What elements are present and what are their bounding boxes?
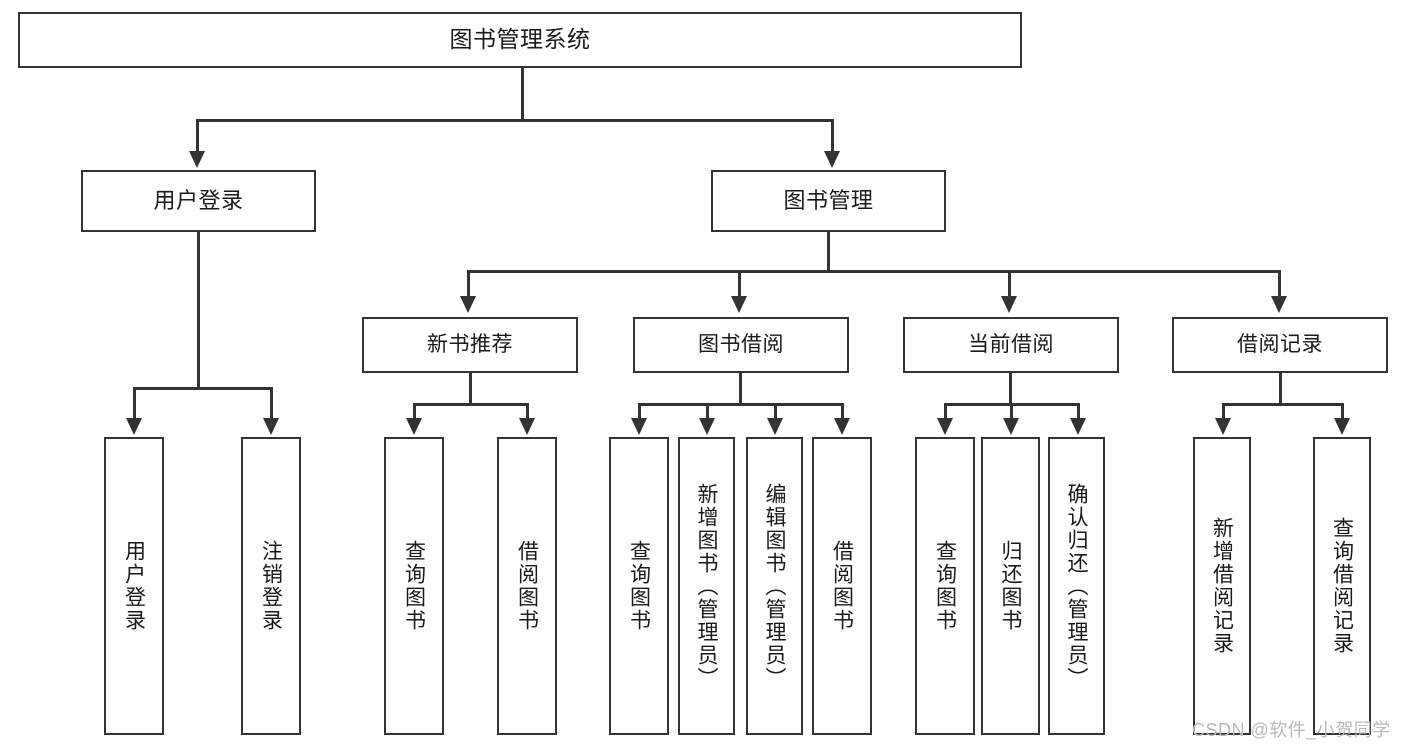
connector-bb-child-1 [638, 403, 641, 420]
node-label: 当前借阅 [968, 333, 1054, 357]
node-new-book-recommend[interactable]: 新书推荐 [362, 317, 578, 373]
arrow-bb-child-2 [699, 418, 715, 435]
connector-user-login-child-2 [270, 387, 273, 420]
arrow-cb-child-2 [1003, 418, 1019, 435]
connector-br-bus [1222, 403, 1343, 406]
csdn-watermark: CSDN @软件_小贺同学 [1192, 720, 1391, 740]
connector-bm-child-2 [738, 270, 741, 298]
node-label: 图书管理 [783, 187, 874, 213]
leaf-confirm-return-admin[interactable]: 确认归还（管理员） [1048, 437, 1105, 735]
arrow-bm-child-2 [731, 296, 747, 313]
node-label: 查询图书 [933, 540, 957, 632]
connector-br-child-1 [1222, 403, 1225, 420]
connector-root-stem [521, 68, 524, 120]
node-label: 归还图书 [999, 540, 1022, 632]
node-book-borrow[interactable]: 图书借阅 [633, 317, 849, 373]
arrow-br-child-1 [1215, 418, 1231, 435]
node-user-login[interactable]: 用户登录 [81, 170, 316, 232]
connector-cb-child-1 [944, 403, 947, 420]
node-label: 注销登录 [259, 540, 283, 632]
node-label: 查询借阅记录 [1330, 517, 1354, 655]
leaf-user-login[interactable]: 用户登录 [104, 437, 164, 735]
connector-bm-child-4 [1278, 270, 1281, 298]
arrow-cb-child-1 [937, 418, 953, 435]
connector-root-to-book-manage [831, 119, 834, 153]
connector-bm-child-1 [467, 270, 470, 298]
node-borrow-record[interactable]: 借阅记录 [1172, 317, 1388, 373]
connector-nbr-child-1 [413, 403, 416, 420]
node-label: 借阅图书 [515, 540, 539, 632]
connector-user-login-child-1 [133, 387, 136, 420]
connector-user-login-bus [133, 387, 270, 390]
connector-nbr-child-2 [526, 403, 529, 420]
node-label: 图书借阅 [698, 333, 784, 357]
connector-br-child-2 [1341, 403, 1344, 420]
connector-bm-child-3 [1008, 270, 1011, 298]
leaf-query-book-current[interactable]: 查询图书 [915, 437, 975, 735]
node-label: 确认归还（管理员） [1065, 482, 1088, 690]
arrow-nbr-child-2 [519, 418, 535, 435]
leaf-borrow-book-borrow[interactable]: 借阅图书 [812, 437, 872, 735]
node-root-system[interactable]: 图书管理系统 [18, 12, 1022, 68]
connector-bb-bus [638, 403, 843, 406]
arrow-root-to-user-login [189, 151, 205, 168]
connector-book-manage-bus [467, 270, 1281, 273]
connector-cb-child-3 [1077, 403, 1080, 420]
arrow-bm-child-4 [1271, 296, 1287, 313]
node-label: 新增借阅记录 [1210, 517, 1234, 655]
leaf-query-book-recommend[interactable]: 查询图书 [384, 437, 444, 735]
node-label: 新书推荐 [427, 333, 513, 357]
connector-root-to-user-login [196, 119, 199, 153]
connector-br-stem [1279, 373, 1282, 405]
leaf-logout-login[interactable]: 注销登录 [241, 437, 301, 735]
leaf-edit-book-admin[interactable]: 编辑图书（管理员） [746, 437, 803, 735]
node-label: 编辑图书（管理员） [763, 482, 786, 690]
leaf-add-book-admin[interactable]: 新增图书（管理员） [678, 437, 735, 735]
connector-nbr-stem [469, 373, 472, 405]
arrow-nbr-child-1 [406, 418, 422, 435]
leaf-query-book-borrow[interactable]: 查询图书 [609, 437, 669, 735]
arrow-bm-child-3 [1001, 296, 1017, 313]
connector-bb-child-3 [774, 403, 777, 420]
leaf-borrow-book-recommend[interactable]: 借阅图书 [497, 437, 557, 735]
arrow-user-login-child-2 [263, 418, 279, 435]
connector-book-manage-stem [827, 232, 830, 272]
connector-nbr-bus [413, 403, 526, 406]
leaf-add-borrow-record[interactable]: 新增借阅记录 [1193, 437, 1251, 735]
node-label: 图书管理系统 [449, 26, 591, 53]
node-label: 借阅图书 [830, 540, 854, 632]
arrow-bb-child-4 [834, 418, 850, 435]
connector-user-login-stem [197, 232, 200, 389]
connector-bb-child-4 [841, 403, 844, 420]
node-label: 查询图书 [402, 540, 426, 632]
arrow-br-child-2 [1334, 418, 1350, 435]
connector-root-bus [196, 119, 833, 122]
connector-bb-stem [739, 373, 742, 405]
node-book-manage[interactable]: 图书管理 [711, 170, 946, 232]
node-label: 用户登录 [153, 187, 244, 213]
arrow-bb-child-1 [631, 418, 647, 435]
node-label: 借阅记录 [1237, 333, 1323, 357]
node-current-borrow[interactable]: 当前借阅 [903, 317, 1119, 373]
arrow-bm-child-1 [460, 296, 476, 313]
node-label: 新增图书（管理员） [695, 482, 718, 690]
node-label: 查询图书 [627, 540, 651, 632]
arrow-user-login-child-1 [126, 418, 142, 435]
arrow-cb-child-3 [1070, 418, 1086, 435]
connector-bb-child-2 [706, 403, 709, 420]
connector-cb-child-2 [1010, 403, 1013, 420]
arrow-root-to-book-manage [824, 151, 840, 168]
node-label: 用户登录 [122, 540, 146, 632]
connector-cb-stem [1009, 373, 1012, 405]
arrow-bb-child-3 [767, 418, 783, 435]
leaf-return-book[interactable]: 归还图书 [981, 437, 1040, 735]
leaf-query-borrow-record[interactable]: 查询借阅记录 [1313, 437, 1371, 735]
